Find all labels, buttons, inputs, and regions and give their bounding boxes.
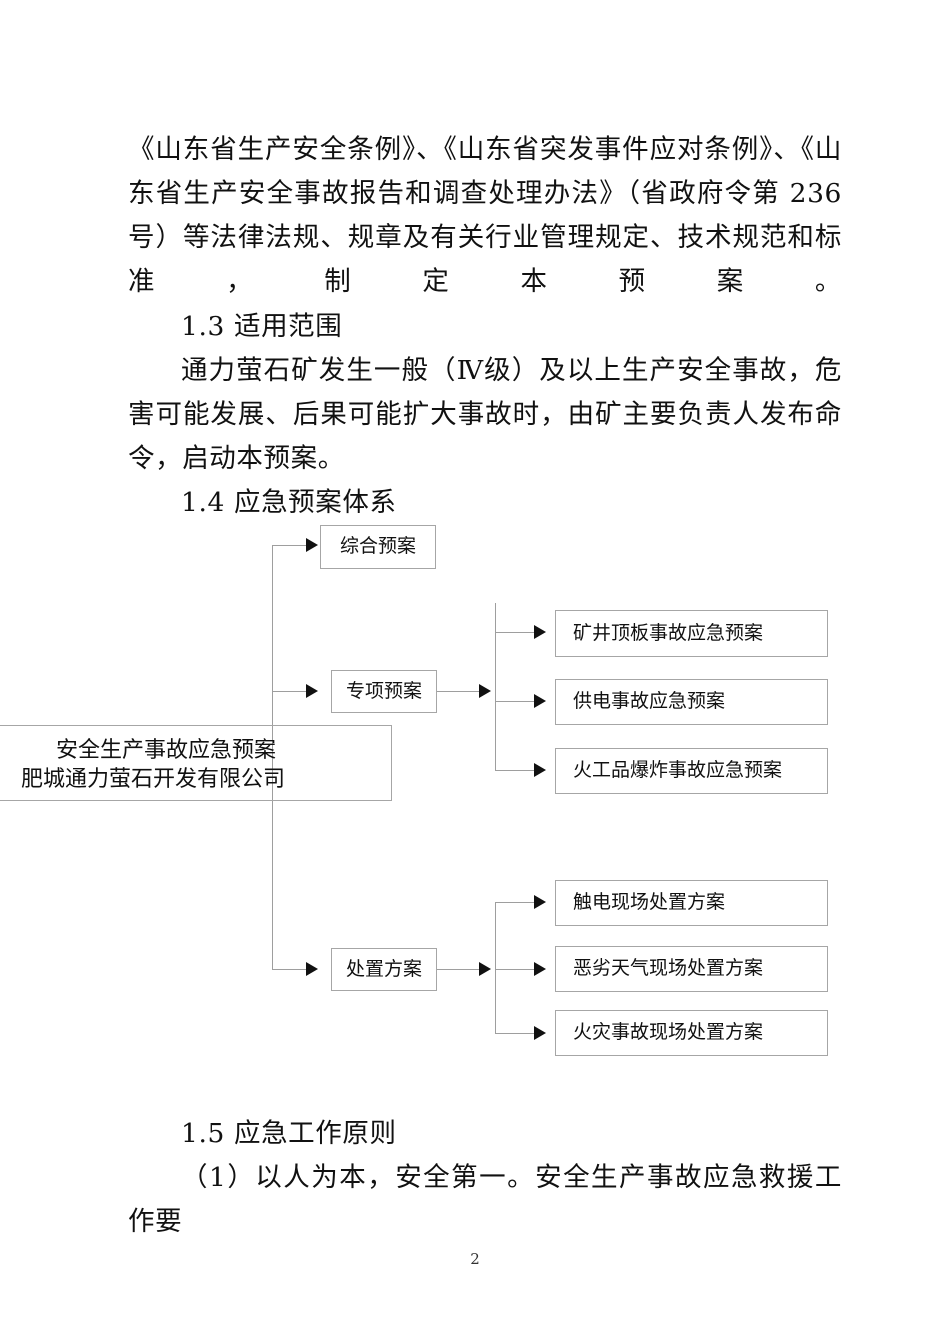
- node-label: 综合预案: [339, 535, 416, 558]
- arrowhead-leaf-2-2: [534, 962, 546, 976]
- connector-special-to-hub: [437, 691, 481, 692]
- paragraph-text: （1）以人为本，安全第一。安全生产事故应急救援工作要: [128, 1162, 842, 1237]
- connector-leaf-1-2: [495, 701, 536, 702]
- node-label: 火工品爆炸事故应急预案: [573, 759, 783, 782]
- root-line-1: 安全生产事故应急预案: [55, 738, 276, 763]
- heading-text: 1.5 应急工作原则: [181, 1118, 397, 1149]
- arrowhead-leaf-1-2: [534, 694, 546, 708]
- connector-disposal-to-hub: [437, 969, 481, 970]
- heading-text: 1.3 适用范围: [181, 311, 343, 342]
- connector-leaf-1-1: [495, 632, 536, 633]
- heading-1-4: 1.4 应急预案体系: [128, 481, 842, 525]
- arrowhead-leaf-1-1: [534, 625, 546, 639]
- paragraph-text: 通力萤石矿发生一般（Ⅳ级）及以上生产安全事故，危害可能发展、后果可能扩大事故时，…: [128, 355, 842, 474]
- heading-1-3: 1.3 适用范围: [128, 305, 842, 349]
- node-special-plan[interactable]: 专项预案: [331, 670, 437, 713]
- page-footer: 2: [0, 1250, 950, 1268]
- connector-leaf-2-3: [495, 1033, 536, 1034]
- node-label: 矿井顶板事故应急预案: [573, 621, 764, 644]
- arrowhead-to-comprehensive: [306, 538, 318, 552]
- node-fire-accident-plan[interactable]: 火灾事故现场处置方案: [555, 1010, 828, 1056]
- node-label: 处置方案: [345, 957, 422, 980]
- node-explosive-accident-plan[interactable]: 火工品爆炸事故应急预案: [555, 748, 828, 794]
- paragraph-scope: 通力萤石矿发生一般（Ⅳ级）及以上生产安全事故，危害可能发展、后果可能扩大事故时，…: [128, 349, 842, 481]
- node-label: 专项预案: [345, 679, 422, 702]
- arrowhead-disposal-hub: [479, 962, 491, 976]
- arrowhead-special-hub: [479, 684, 491, 698]
- connector-to-disposal: [272, 969, 309, 970]
- paragraph-text: 《山东省生产安全条例》、《山东省突发事件应对条例》、《山东省生产安全事故报告和调…: [128, 134, 842, 297]
- arrowhead-to-disposal: [306, 962, 318, 976]
- node-roof-accident-plan[interactable]: 矿井顶板事故应急预案: [555, 610, 828, 657]
- connector-to-special: [272, 691, 309, 692]
- arrowhead-leaf-2-1: [534, 895, 546, 909]
- trunk-vertical-line: [272, 545, 273, 970]
- node-label: 恶劣天气现场处置方案: [573, 957, 764, 980]
- arrowhead-leaf-1-3: [534, 763, 546, 777]
- page-number: 2: [470, 1250, 480, 1268]
- emergency-plan-system-diagram: 综合预案 专项预案 矿井顶板事故应急预案 供电事故应急预案 火工品爆炸事故应急预…: [0, 505, 950, 1105]
- connector-leaf-2-1: [495, 902, 536, 903]
- paragraph-principle-1: （1）以人为本，安全第一。安全生产事故应急救援工作要: [128, 1156, 842, 1244]
- connector-leaf-2-2: [495, 969, 536, 970]
- paragraph-regulations: 《山东省生产安全条例》、《山东省突发事件应对条例》、《山东省生产安全事故报告和调…: [128, 128, 842, 304]
- node-label: 火灾事故现场处置方案: [573, 1021, 764, 1044]
- hub-vertical-special: [495, 603, 496, 770]
- node-label: 触电现场处置方案: [573, 891, 726, 914]
- connector-leaf-1-3: [495, 770, 536, 771]
- node-root-plan-title[interactable]: 安全生产事故应急预案 肥城通力萤石开发有限公司: [0, 725, 392, 801]
- arrowhead-leaf-2-3: [534, 1026, 546, 1040]
- node-electric-shock-plan[interactable]: 触电现场处置方案: [555, 880, 828, 926]
- heading-1-5: 1.5 应急工作原则: [128, 1112, 842, 1156]
- node-power-accident-plan[interactable]: 供电事故应急预案: [555, 679, 828, 725]
- hub-vertical-disposal: [495, 902, 496, 1033]
- connector-to-comprehensive: [272, 545, 309, 546]
- arrowhead-to-special: [306, 684, 318, 698]
- node-severe-weather-plan[interactable]: 恶劣天气现场处置方案: [555, 946, 828, 992]
- node-disposal-plan[interactable]: 处置方案: [331, 948, 437, 991]
- node-label: 供电事故应急预案: [573, 690, 726, 713]
- node-comprehensive-plan[interactable]: 综合预案: [320, 525, 436, 569]
- root-line-2: 肥城通力萤石开发有限公司: [20, 767, 285, 793]
- heading-text: 1.4 应急预案体系: [181, 487, 397, 518]
